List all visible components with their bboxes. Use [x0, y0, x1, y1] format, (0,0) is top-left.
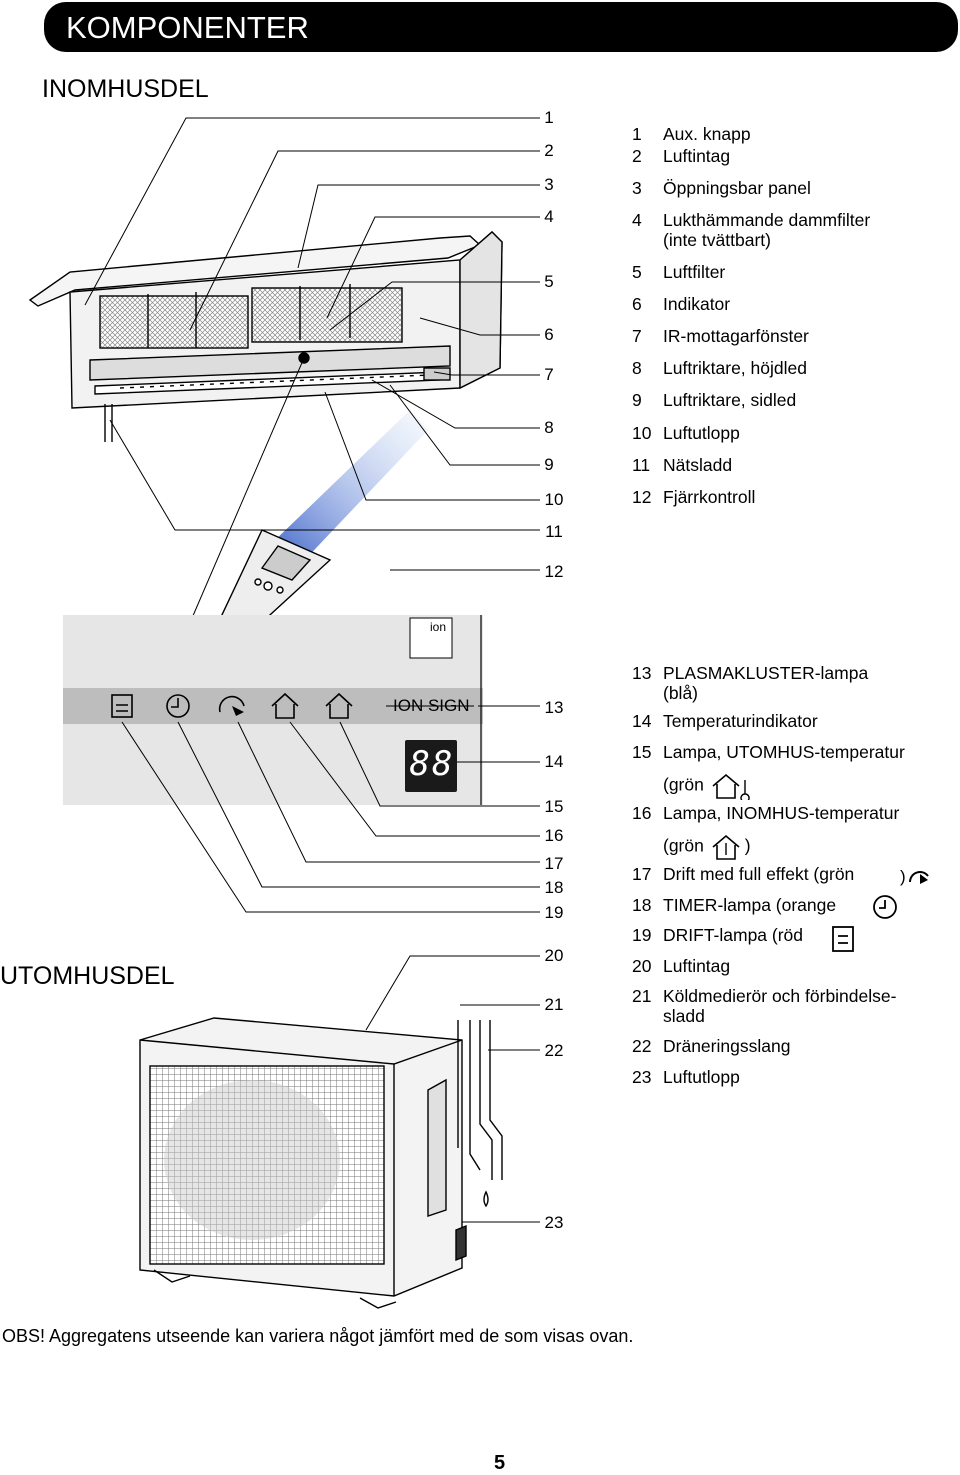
panel-leader-lines: [121, 705, 540, 1223]
callout-number: 12: [544, 562, 564, 581]
callout-number: 10: [544, 490, 564, 509]
callout-number: 21: [544, 995, 564, 1014]
timer-icon: [873, 895, 897, 919]
callout-number: 13: [544, 698, 564, 717]
callout-number: 19: [544, 903, 564, 922]
outdoor-unit: [139, 1017, 503, 1309]
callout-number: 7: [544, 365, 554, 384]
callout-number: 15: [544, 797, 564, 816]
temperature-display: 88: [409, 744, 455, 784]
callout-number: 2: [544, 141, 554, 160]
page-title: KOMPONENTER: [66, 10, 309, 45]
callout-number: 23: [544, 1213, 564, 1232]
callout-number: 20: [544, 946, 564, 965]
ion-sign-label: ION SIGN: [393, 696, 470, 715]
note-text: OBS! Aggregatens utseende kan variera nå…: [2, 1326, 634, 1346]
callout-number: 1: [544, 108, 554, 127]
callout-number: 5: [544, 272, 554, 291]
callout-number: 17: [544, 854, 564, 873]
page-number: 5: [494, 1452, 506, 1474]
full-power-icon: ): [900, 867, 929, 886]
callout-number: 16: [544, 826, 564, 845]
control-panel: [63, 615, 483, 805]
header-bar: KOMPONENTER: [44, 2, 958, 52]
house-out-icon: [712, 773, 750, 800]
callout-number: 9: [544, 455, 554, 474]
legend-item-cont: (grön: [663, 772, 757, 800]
callout-number: 22: [544, 1041, 564, 1060]
operation-icon: [832, 926, 854, 952]
house-in-icon: [712, 834, 740, 860]
callout-number: 18: [544, 878, 564, 897]
callout-number: 14: [544, 752, 564, 771]
ion-badge: ion: [430, 620, 447, 634]
callout-number: 8: [544, 418, 554, 437]
indoor-section-title: INOMHUSDEL: [42, 75, 209, 103]
indoor-leader-lines: [84, 117, 540, 633]
outdoor-section-title: UTOMHUSDEL: [0, 962, 175, 990]
indoor-unit: [28, 231, 503, 442]
legend-close-paren: ): [900, 867, 906, 886]
callout-number: 11: [545, 522, 563, 541]
legend-item-cont: (grön ): [663, 833, 751, 861]
callout-number: 3: [544, 175, 554, 194]
callout-number: 6: [544, 325, 554, 344]
callout-number: 4: [544, 207, 554, 226]
